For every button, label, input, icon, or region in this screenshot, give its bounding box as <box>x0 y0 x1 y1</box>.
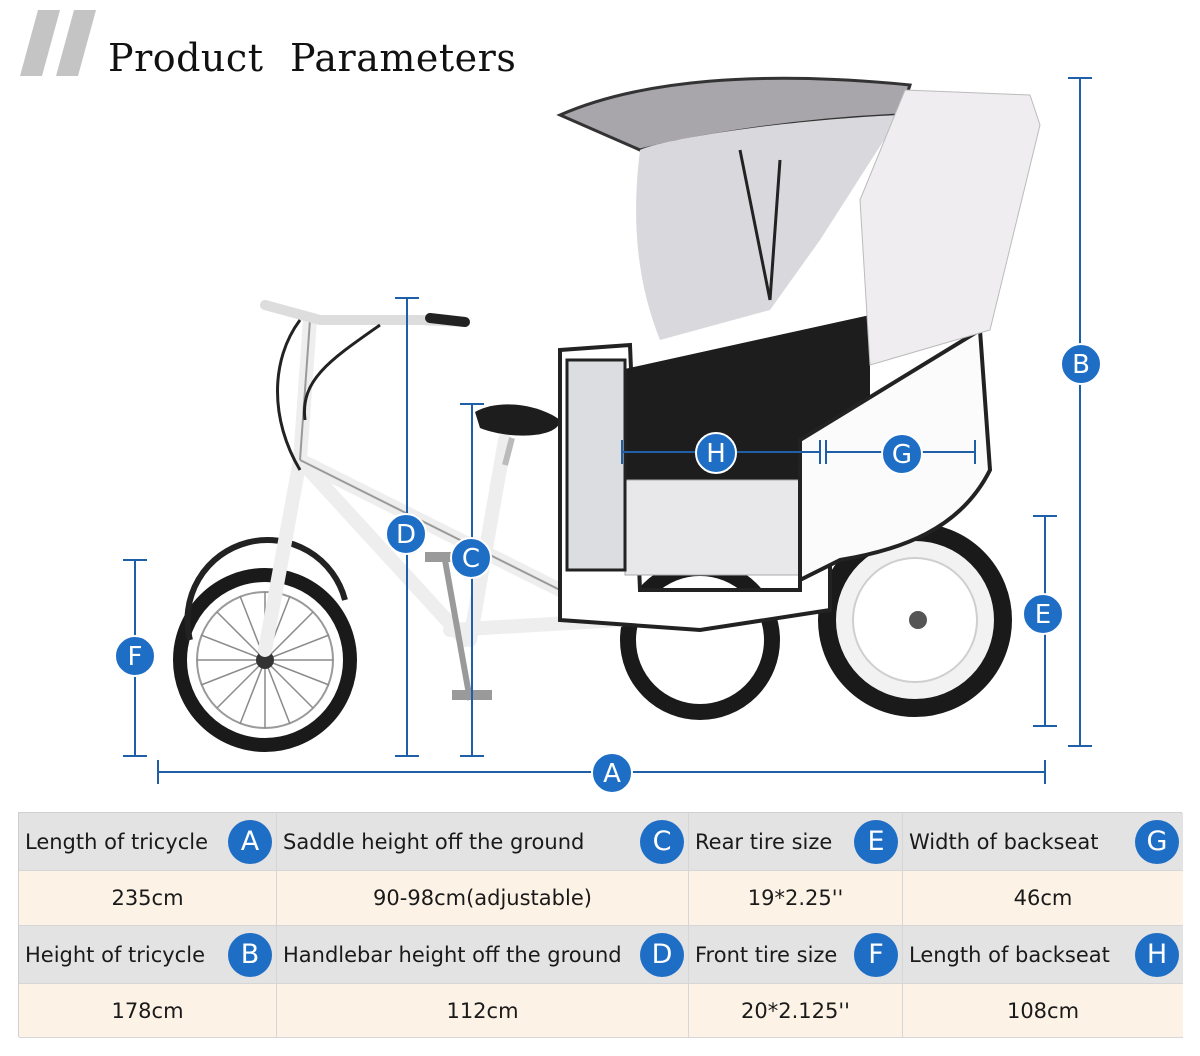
dimension-badge-f: F <box>114 635 156 677</box>
param-value-saddle-height: 90-98cm(adjustable) <box>277 871 689 926</box>
param-badge-b: B <box>228 932 272 977</box>
page-title: Product Parameters <box>108 36 517 80</box>
param-value-backseat-width: 46cm <box>903 871 1183 926</box>
param-label-front-tire: Front tire size F <box>689 926 903 984</box>
dimension-badge-g: G <box>881 433 923 475</box>
param-label-handlebar-height: Handlebar height off the ground D <box>277 926 689 984</box>
param-badge-d: D <box>640 932 684 977</box>
dimension-badge-d: D <box>385 513 427 555</box>
svg-text:D: D <box>396 520 416 550</box>
svg-text:A: A <box>603 759 621 789</box>
param-badge-f: F <box>854 932 898 977</box>
param-value-length: 235cm <box>19 871 277 926</box>
param-label-backseat-width: Width of backseat G <box>903 813 1183 871</box>
param-label-height: Height of tricycle B <box>19 926 277 984</box>
param-value-height: 178cm <box>19 984 277 1038</box>
param-label-saddle-height: Saddle height off the ground C <box>277 813 689 871</box>
pedicab-image <box>173 76 1041 752</box>
param-label-length: Length of tricycle A <box>19 813 277 871</box>
dimension-badge-b: B <box>1060 343 1102 385</box>
param-badge-c: C <box>640 819 684 864</box>
parameters-table: Length of tricycle A Saddle height off t… <box>18 812 1183 1038</box>
param-label-backseat-length: Length of backseat H <box>903 926 1183 984</box>
param-badge-a: A <box>228 819 272 864</box>
param-value-front-tire: 20*2.125'' <box>689 984 903 1038</box>
param-value-backseat-length: 108cm <box>903 984 1183 1038</box>
svg-text:F: F <box>128 642 143 672</box>
param-value-handlebar-height: 112cm <box>277 984 689 1038</box>
param-badge-e: E <box>854 819 898 864</box>
param-label-rear-tire: Rear tire size E <box>689 813 903 871</box>
svg-text:B: B <box>1072 350 1090 380</box>
dimension-badge-a: A <box>591 752 633 794</box>
title-slashes-icon <box>20 10 96 76</box>
dimension-badge-e: E <box>1022 593 1064 635</box>
param-badge-h: H <box>1135 932 1179 977</box>
param-badge-g: G <box>1135 819 1179 864</box>
dimension-badge-h: H <box>695 432 737 474</box>
dimension-badge-c: C <box>450 537 492 579</box>
pedicab-illustration: A B C D E F G H <box>114 76 1102 794</box>
svg-text:E: E <box>1035 600 1051 630</box>
svg-text:G: G <box>892 440 912 470</box>
svg-text:H: H <box>706 439 726 469</box>
svg-text:C: C <box>462 544 480 574</box>
header: Product Parameters <box>0 0 1200 100</box>
param-value-rear-tire: 19*2.25'' <box>689 871 903 926</box>
